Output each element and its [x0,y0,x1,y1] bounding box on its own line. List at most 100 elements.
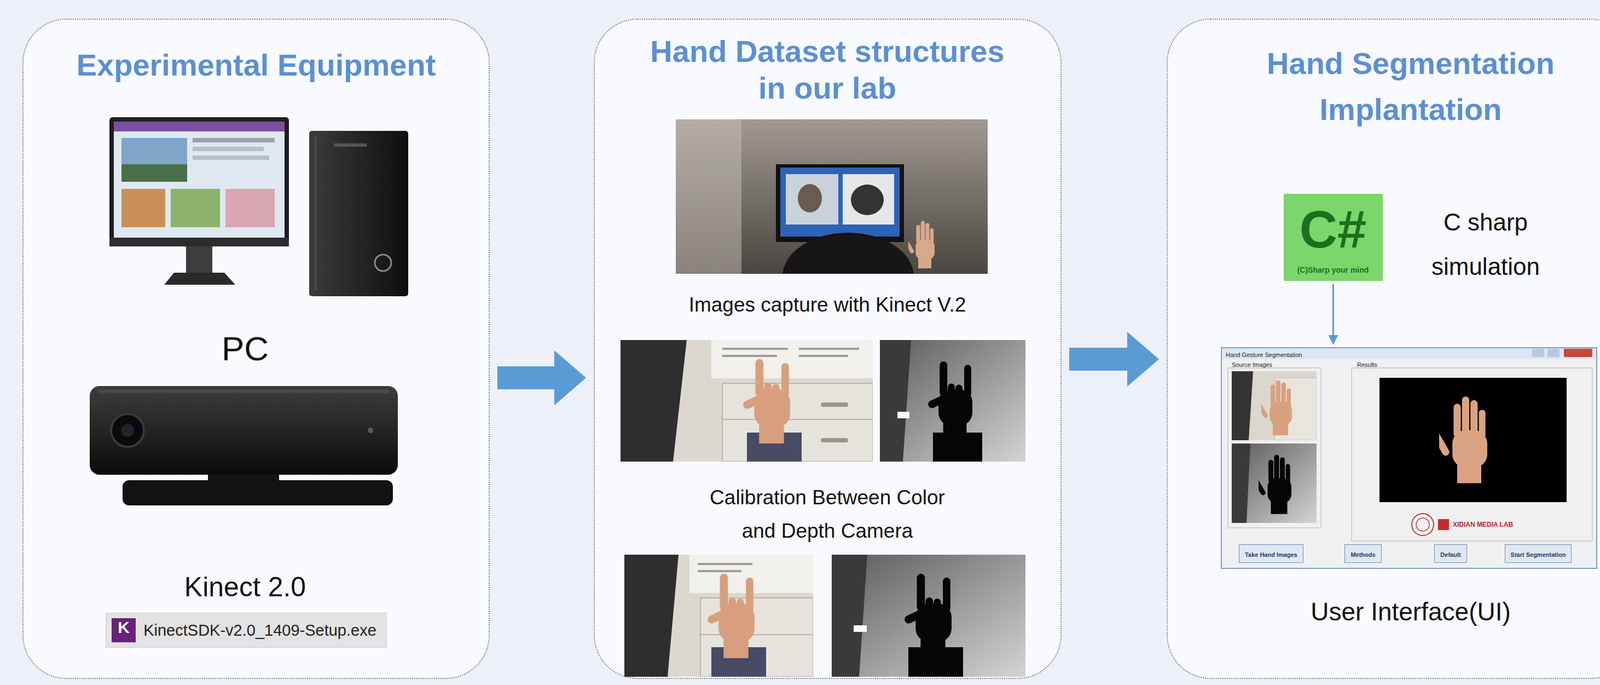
monitor-picture [192,146,264,152]
lab-photo [675,119,988,274]
text-holder: Methods [1350,548,1376,559]
lab-photo [780,167,900,237]
ui-button: Methods [1344,543,1382,563]
window-chrome [1220,346,1598,569]
monitor-picture [121,137,188,182]
flow-arrow [1332,283,1335,344]
color-image [722,354,778,357]
lab-logo [1438,518,1449,530]
lab-photo [675,119,742,274]
depth-image [831,554,1026,677]
color-image [741,358,791,444]
panel-fill [22,18,1600,679]
app-window: Take Hand Images Methods Default Start Segm… [1220,346,1598,569]
lab-photo [903,221,935,269]
window-chrome [1532,348,1545,357]
depth-image [879,339,912,462]
color-image [620,339,687,462]
lab-photo [782,232,914,274]
color-image [798,354,849,357]
installer-box: K KinectSDK-v2.0_1409-Setup.exe [105,612,387,648]
text-holder: C# [1286,200,1380,259]
text-holder: Default [1440,548,1461,559]
text-holder: Take Hand Images [1244,548,1298,559]
text-holder: Hand Gesture Segmentation [1225,349,1445,359]
color-image [722,383,873,462]
text-holder: Start Segmentation [1510,548,1567,559]
window-chrome [1547,348,1560,357]
stage-panel: Hand Dataset structures in our labImages… [593,18,1062,679]
panel-heading: Experimental Equipment [76,46,437,84]
lab-logo [1416,517,1430,531]
monitor-picture [109,117,289,285]
stage-panel: K KinectSDK-v2.0_1409-Setup.exe Experiment… [22,18,490,679]
text-holder: Hand Segmentation Implantation [1230,40,1592,133]
tower-picture [314,136,317,291]
text-holder: Kinect 2.0 [108,570,382,604]
device-label: Kinect 2.0 [184,570,306,604]
kinect-picture [122,479,393,506]
depth-image [831,554,868,677]
kinect-picture [89,385,398,506]
monitor-picture [113,121,285,132]
color-image [700,597,814,677]
step-label: C sharp simulation [1425,199,1546,289]
installer-icon: K [111,617,136,642]
window-chrome [1351,367,1593,541]
source-depth-image [1231,443,1317,523]
text-holder: Hand Dataset structures in our lab [641,32,1014,107]
result-image [1379,377,1567,502]
tower-picture [374,254,392,271]
monitor-picture [192,155,270,160]
csharp-logo: C#(C)Sharp your mind [1283,193,1383,281]
text-holder: Results [1357,358,1440,369]
tower-picture [333,143,367,147]
panel-heading: Hand Dataset structures in our lab [641,32,1014,107]
color-image [711,339,873,379]
icon-letter: K [117,617,130,636]
text-holder: Calibration Between Color and Depth Came… [698,480,956,548]
kinect-picture [111,413,144,447]
text-holder: Source Images [1231,358,1314,369]
color-image [624,554,679,677]
text-holder: PC [163,328,328,369]
button-label: Take Hand Images [1244,551,1298,559]
ui-button: Take Hand Images [1238,543,1304,563]
color-image [697,562,753,565]
monitor-picture [164,272,236,285]
monitor-picture [109,117,289,247]
text-holder: Images capture with Kinect V.2 [635,292,1019,317]
file-name: KinectSDK-v2.0_1409-Setup.exe [143,620,377,640]
color-image [620,339,873,462]
result-image [1430,396,1488,483]
kinect-picture [98,389,390,393]
source-depth-image [1231,443,1251,523]
result-image [1379,377,1567,502]
source-depth-image [1231,443,1317,523]
window-chrome [1563,348,1593,357]
lab-name: XIDIAN MEDIA LAB [1452,520,1513,529]
depth-image [831,554,1026,677]
color-image [624,554,814,677]
tower-picture [309,130,409,297]
device-label: PC [221,328,269,369]
kinect-picture [89,385,398,475]
group-label: Source Images [1231,361,1273,369]
text-holder: KinectSDK-v2.0_1409-Setup.exe [143,620,377,640]
block-arrow [1069,331,1159,387]
tower-picture [309,130,409,297]
block-arrow [497,350,587,405]
color-image [700,633,814,635]
window-title: Hand Gesture Segmentation [1225,351,1302,359]
color-image [697,569,742,572]
monitor-picture [121,188,166,228]
color-image [722,347,788,350]
text-holder: User Interface(UI) [1246,596,1575,627]
button-label: Default [1440,551,1461,559]
monitor-picture [192,137,275,143]
text-holder: K [117,612,130,647]
color-image [706,573,755,658]
lab-logo [1411,513,1434,536]
image-caption: Images capture with Kinect V.2 [688,292,967,317]
lab-photo [785,174,839,225]
